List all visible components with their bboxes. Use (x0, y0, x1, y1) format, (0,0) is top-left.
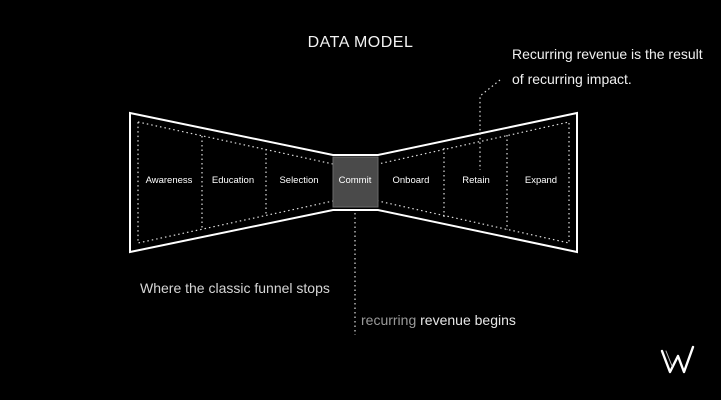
annotation-line-1: Recurring revenue is the result (512, 46, 703, 62)
bowtie-outline (129, 111, 578, 254)
commit-box (332, 156, 379, 208)
w-logo-icon (660, 345, 695, 374)
stage-label-selection: Selection (279, 175, 318, 186)
caption-funnel-stops: Where the classic funnel stops (140, 280, 330, 296)
annotation-line-2: of recurring impact. (512, 71, 632, 87)
stage-label-expand: Expand (525, 175, 557, 186)
stage-label-awareness: Awareness (146, 175, 193, 186)
caption-begins-part1: recurring (361, 312, 417, 328)
stage-label-onboard: Onboard (393, 175, 430, 186)
stage-label-commit: Commit (339, 175, 372, 186)
stage-label-retain: Retain (462, 175, 489, 186)
slide-title: DATA MODEL (307, 34, 414, 51)
stage-label-education: Education (212, 175, 254, 186)
annotation-connector (479, 79, 501, 170)
caption-revenue-begins: recurring revenue begins (361, 312, 516, 328)
stage-dividers (201, 135, 508, 230)
caption-begins-part2: revenue begins (420, 312, 516, 328)
